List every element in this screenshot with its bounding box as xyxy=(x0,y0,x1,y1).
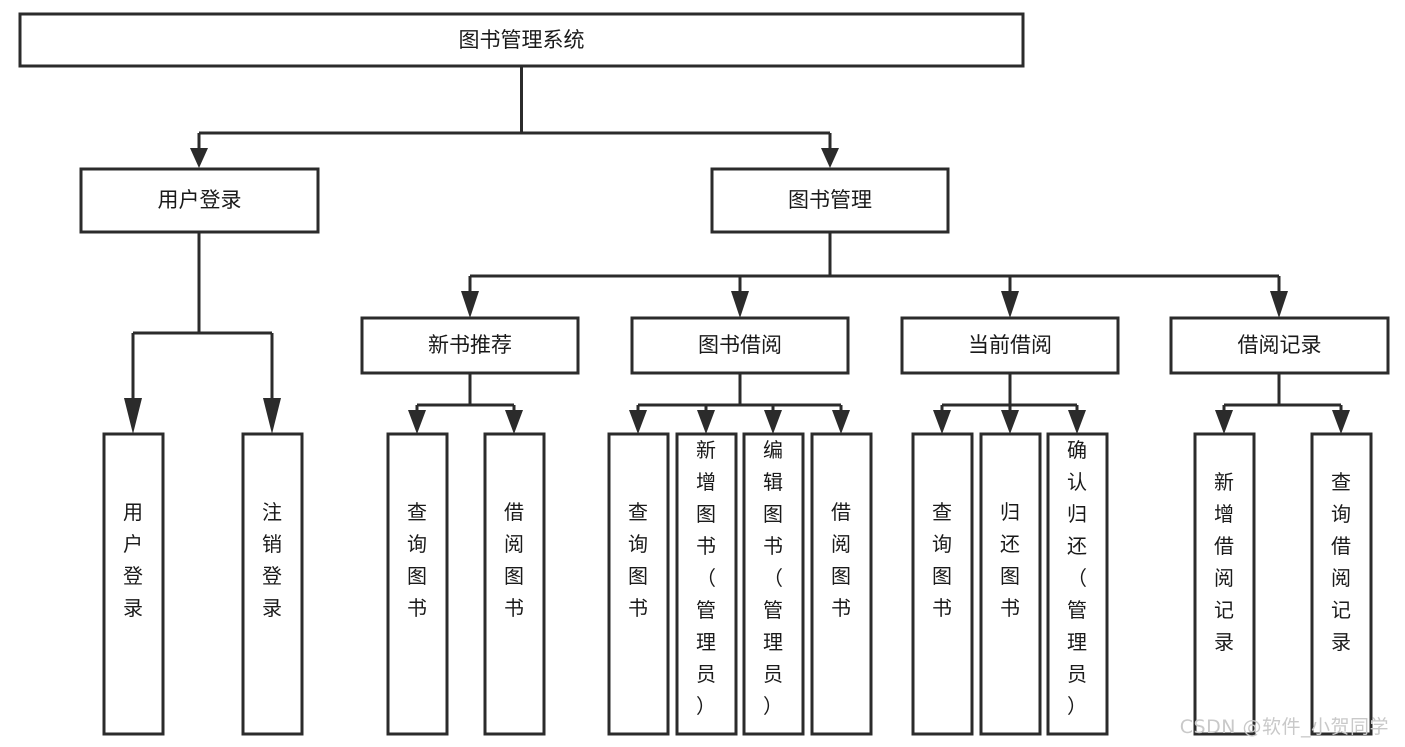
connector-root-to-level2 xyxy=(190,66,839,168)
node-leaf-query-book-2[interactable]: 查询图书 xyxy=(607,432,670,736)
arrow-head-icon xyxy=(408,410,426,434)
node-box xyxy=(386,432,449,736)
arrow-head-icon xyxy=(731,291,749,318)
arrow-head-icon xyxy=(1068,410,1086,434)
arrow-head-icon xyxy=(1270,291,1288,318)
node-label: 新书推荐 xyxy=(428,333,512,357)
node-label: 新增图书（管理员） xyxy=(696,438,716,718)
connector-borrow-record-to-leaves xyxy=(1215,373,1350,434)
node-book-borrow[interactable]: 图书借阅 xyxy=(630,316,850,375)
node-box xyxy=(630,316,850,375)
node-leaf-return-book[interactable]: 归还图书 xyxy=(979,432,1042,736)
node-box xyxy=(607,432,670,736)
arrow-head-icon xyxy=(1001,410,1019,434)
node-label: 借阅记录 xyxy=(1238,333,1322,357)
node-label: 编辑图书（管理员） xyxy=(763,438,783,718)
arrow-head-icon xyxy=(764,410,782,434)
node-leaf-add-record[interactable]: 新增借阅记录 xyxy=(1193,432,1256,736)
arrow-head-icon xyxy=(832,410,850,434)
node-box xyxy=(900,316,1120,375)
node-leaf-query-book-1[interactable]: 查询图书 xyxy=(386,432,449,736)
node-box xyxy=(360,316,580,375)
arrow-head-icon xyxy=(190,148,208,168)
arrow-head-icon xyxy=(1001,291,1019,318)
connector-book-management-to-level3 xyxy=(461,232,1288,318)
node-label: 新增借阅记录 xyxy=(1214,470,1234,654)
node-leaf-logout-login[interactable]: 注销登录 xyxy=(241,432,304,736)
node-current-borrow[interactable]: 当前借阅 xyxy=(900,316,1120,375)
node-new-book-recommend[interactable]: 新书推荐 xyxy=(360,316,580,375)
node-borrow-record[interactable]: 借阅记录 xyxy=(1169,316,1390,375)
node-box xyxy=(675,432,738,736)
node-box xyxy=(1193,432,1256,736)
arrow-head-icon xyxy=(697,410,715,434)
node-label: 用户登录 xyxy=(158,188,242,212)
node-box xyxy=(1046,432,1109,736)
node-box xyxy=(241,432,304,736)
node-box xyxy=(710,167,950,234)
node-leaf-borrow-book-2[interactable]: 借阅图书 xyxy=(810,432,873,736)
connector-user-login-to-leaves xyxy=(124,232,281,434)
node-label: 借阅图书 xyxy=(831,500,851,620)
node-label: 查询借阅记录 xyxy=(1331,470,1351,654)
arrow-head-icon xyxy=(263,398,281,434)
node-box xyxy=(1169,316,1390,375)
node-user-login[interactable]: 用户登录 xyxy=(79,167,320,234)
node-leaf-edit-book[interactable]: 编辑图书（管理员） xyxy=(742,432,805,736)
node-label: 借阅图书 xyxy=(504,500,524,620)
node-label: 确认归还（管理员） xyxy=(1067,438,1087,718)
arrow-head-icon xyxy=(1332,410,1350,434)
node-label: 用户登录 xyxy=(123,500,143,620)
node-box xyxy=(79,167,320,234)
arrow-head-icon xyxy=(629,410,647,434)
node-label: 归还图书 xyxy=(1000,500,1020,620)
node-label: 图书借阅 xyxy=(698,333,782,357)
arrow-head-icon xyxy=(1215,410,1233,434)
node-box xyxy=(810,432,873,736)
connector-book-borrow-to-leaves xyxy=(629,373,850,434)
node-label: 查询图书 xyxy=(628,500,648,620)
node-box xyxy=(1310,432,1373,736)
connector-current-borrow-to-leaves xyxy=(933,373,1086,434)
node-leaf-query-record[interactable]: 查询借阅记录 xyxy=(1310,432,1373,736)
node-box xyxy=(911,432,974,736)
node-box xyxy=(18,12,1025,68)
connector-new-book-recommend-to-leaves xyxy=(408,373,523,434)
node-label: 查询图书 xyxy=(407,500,427,620)
node-box xyxy=(742,432,805,736)
node-label: 注销登录 xyxy=(262,500,282,620)
node-box xyxy=(483,432,546,736)
node-label: 图书管理 xyxy=(788,188,872,212)
node-leaf-borrow-book-1[interactable]: 借阅图书 xyxy=(483,432,546,736)
node-leaf-confirm-return[interactable]: 确认归还（管理员） xyxy=(1046,432,1109,736)
arrow-head-icon xyxy=(821,148,839,168)
node-leaf-user-login[interactable]: 用户登录 xyxy=(102,432,165,736)
arrow-head-icon xyxy=(124,398,142,434)
node-label: 查询图书 xyxy=(932,500,952,620)
arrow-head-icon xyxy=(461,291,479,318)
arrow-head-icon xyxy=(505,410,523,434)
node-book-management[interactable]: 图书管理 xyxy=(710,167,950,234)
arrow-head-icon xyxy=(933,410,951,434)
node-box xyxy=(979,432,1042,736)
node-label: 图书管理系统 xyxy=(459,28,585,52)
node-root[interactable]: 图书管理系统 xyxy=(18,12,1025,68)
watermark: CSDN @软件_小贺同学 xyxy=(1179,716,1389,738)
node-label: 当前借阅 xyxy=(968,333,1052,357)
node-box xyxy=(102,432,165,736)
node-leaf-add-book[interactable]: 新增图书（管理员） xyxy=(675,432,738,736)
node-leaf-query-book-3[interactable]: 查询图书 xyxy=(911,432,974,736)
